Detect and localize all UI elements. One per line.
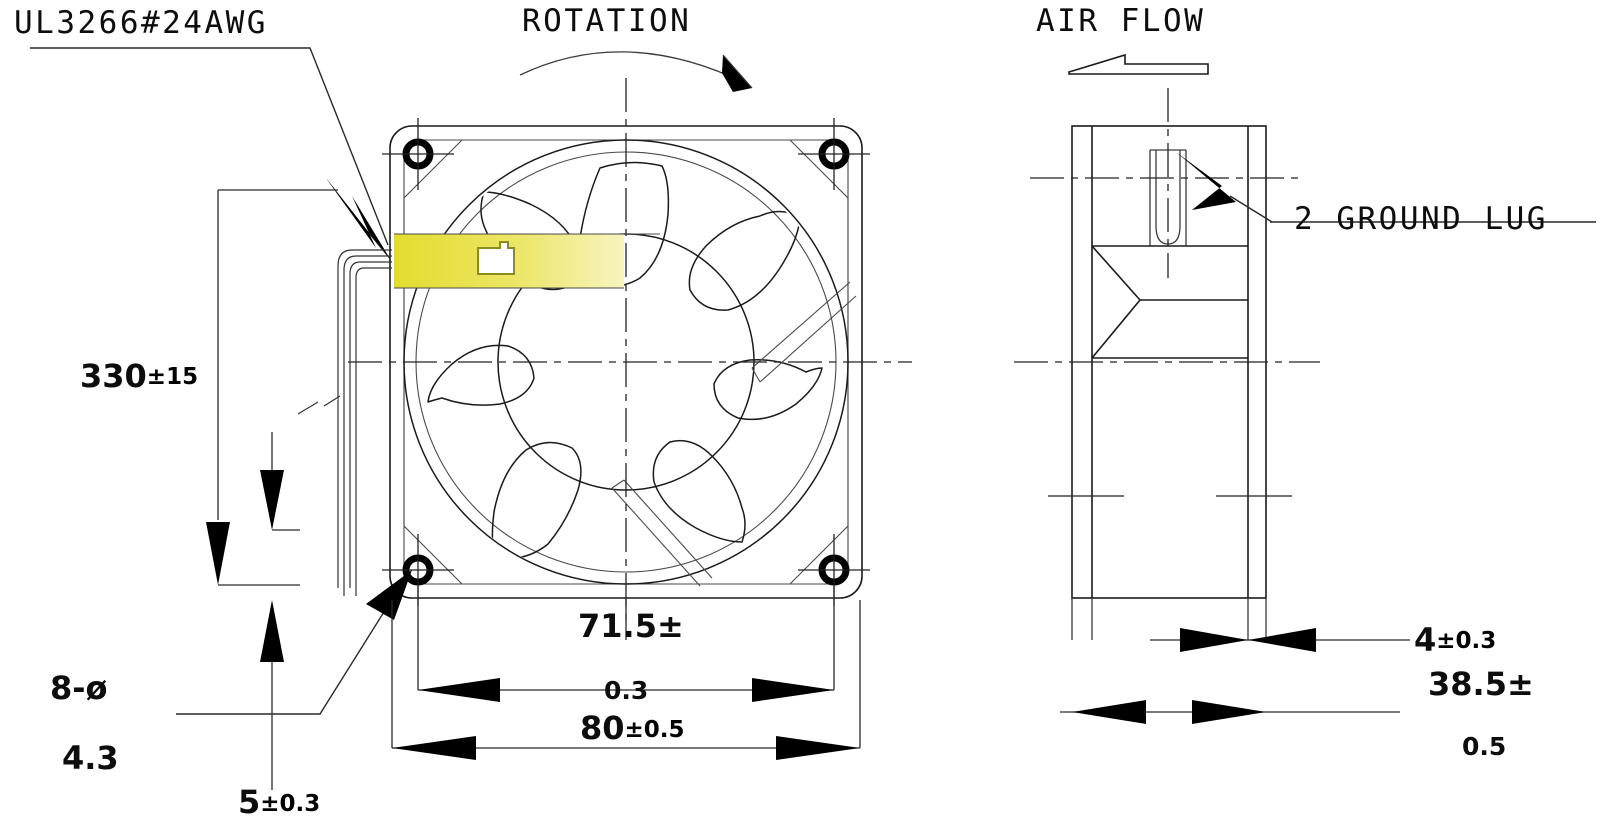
- ground-lug-leader: [1176, 152, 1596, 223]
- airflow-label: AIR FLOW: [1036, 3, 1206, 39]
- hole-callout-line1: 8-ø: [50, 669, 108, 707]
- fan-struts: [611, 281, 857, 587]
- tag-icon: [477, 241, 515, 275]
- rotation-arc-icon: [519, 51, 753, 92]
- depth-value: 38.5±: [1428, 665, 1534, 703]
- frame-width-dimension-text: 80±0.5: [580, 709, 685, 747]
- wire-spec-leader: [30, 47, 392, 262]
- side-view: [1014, 88, 1320, 640]
- front-view: [348, 78, 912, 620]
- wire-exit-dimension: [260, 432, 300, 790]
- frame-width-dimension: [391, 600, 861, 760]
- wire-spec-label: UL3266#24AWG: [14, 5, 268, 41]
- wire-length-dimension-text: 330±15: [80, 357, 199, 395]
- ground-lug-label: 2 GROUND LUG: [1294, 201, 1548, 237]
- rotation-label: ROTATION: [522, 3, 692, 39]
- fan-blades: [427, 161, 823, 560]
- airflow-arrow-icon: [1068, 53, 1209, 75]
- wire-exit-dimension-text: 5±0.3: [238, 783, 321, 821]
- wire-harness: [297, 249, 392, 596]
- hole-pitch-value: 71.5±: [578, 607, 684, 645]
- label-highlight-band: [394, 233, 660, 289]
- flange-thickness-dimension: [1150, 628, 1410, 652]
- wire-length-dimension: [206, 189, 338, 586]
- hole-pitch-tolerance: 0.3: [604, 676, 649, 705]
- hole-pitch-dimension: [417, 586, 835, 702]
- depth-dimension: [1060, 700, 1400, 724]
- hole-callout-line2: 4.3: [62, 739, 119, 777]
- depth-tolerance: 0.5: [1462, 732, 1507, 761]
- hole-callout-leader: [176, 570, 412, 715]
- flange-thickness-dimension-text: 4±0.3: [1414, 621, 1497, 659]
